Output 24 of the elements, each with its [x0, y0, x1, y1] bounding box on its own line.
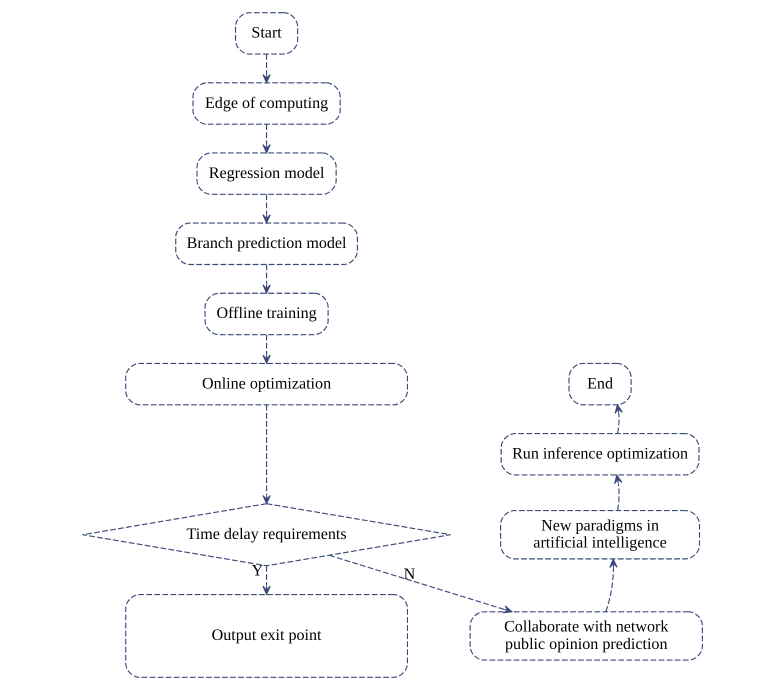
node-box: Collaborate with network public opinion prediction [469, 611, 702, 661]
node-box: Start [234, 12, 298, 55]
node-diamond: Time delay requirements [82, 503, 451, 566]
node-box: Branch prediction model [174, 222, 358, 266]
node-box: New paradigms in artificial intelligence [500, 510, 700, 560]
arrow [262, 334, 270, 364]
node-box: Output exit point [124, 594, 408, 678]
node-box: Edge of computing [192, 82, 340, 125]
node-box: Offline training [204, 292, 328, 336]
arrow [614, 404, 622, 434]
arrow [604, 558, 618, 612]
node-box: Regression model [196, 152, 336, 195]
node-box: Online optimization [124, 362, 408, 406]
node-box: End [568, 362, 632, 406]
arrow [262, 264, 270, 294]
arrow [328, 554, 512, 614]
arrow [262, 124, 270, 154]
edge-label: N [403, 566, 415, 584]
arrow [262, 54, 270, 84]
arrow [614, 474, 622, 510]
node-box: Run inference optimization [500, 432, 700, 476]
arrow [262, 404, 270, 504]
arrow [262, 194, 270, 224]
arrow [262, 566, 270, 595]
